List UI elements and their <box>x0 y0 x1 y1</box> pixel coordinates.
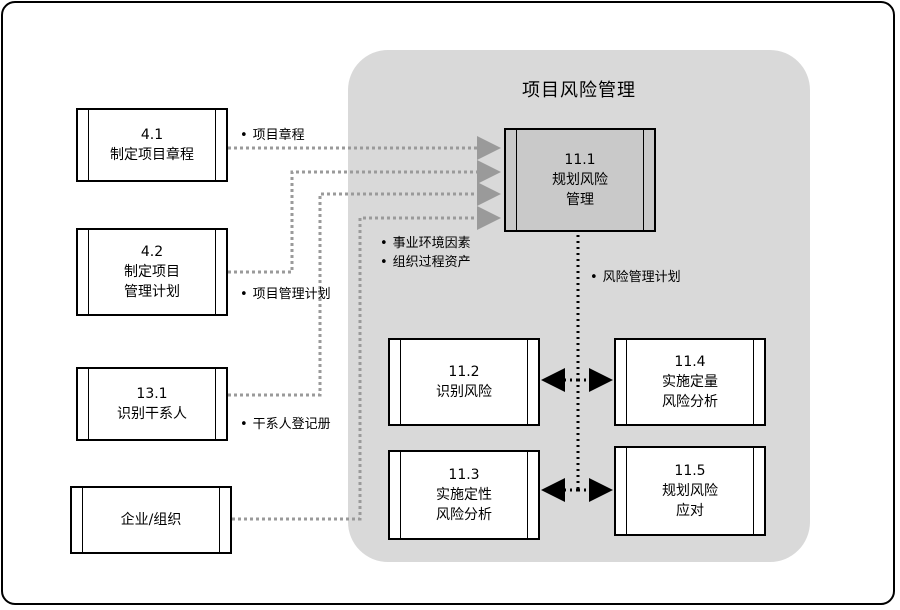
box-number: 11.4 <box>674 354 706 370</box>
arrow-enterprise <box>232 206 501 521</box>
box-title: 识别风险 <box>436 384 492 400</box>
box-11-4: 11.4 实施定量 风险分析 <box>614 338 766 426</box>
panel-title: 项目风险管理 <box>522 80 636 101</box>
box-11-2: 11.2 识别风险 <box>388 338 540 426</box>
box-number: 11.3 <box>448 467 480 483</box>
box-enterprise: 企业/组织 <box>70 486 232 554</box>
box-title: 实施定量 <box>662 374 718 390</box>
label-plan: 项目管理计划 <box>240 283 331 302</box>
box-number: 4.2 <box>140 244 164 260</box>
box-number: 4.1 <box>140 127 164 143</box>
box-number: 11.2 <box>448 364 480 380</box>
box-11-5: 11.5 规划风险 应对 <box>614 446 766 536</box>
label-register: 干系人登记册 <box>240 413 331 432</box>
box-title: 规划风险 <box>662 483 718 499</box>
box-4-1: 4.1 制定项目章程 <box>76 108 228 182</box>
box-11-1: 11.1 规划风险 管理 <box>504 128 656 232</box>
box-number: 13.1 <box>136 386 168 402</box>
box-title: 管理 <box>566 192 594 208</box>
box-title: 实施定性 <box>436 487 492 503</box>
box-title: 制定项目 <box>124 264 180 280</box>
label-charter: 项目章程 <box>240 124 305 143</box>
arrow-plan <box>228 160 501 274</box>
box-title: 管理计划 <box>124 284 180 300</box>
box-title: 制定项目章程 <box>110 147 194 163</box>
label-opa: 组织过程资产 <box>380 251 471 270</box>
label-risk-plan: 风险管理计划 <box>590 266 681 285</box>
box-number: 11.5 <box>674 463 706 479</box>
box-title: 应对 <box>676 503 704 519</box>
box-title: 识别干系人 <box>117 406 187 422</box>
box-number: 11.1 <box>564 152 596 168</box>
box-title: 风险分析 <box>662 394 718 410</box>
label-eef: 事业环境因素 <box>380 232 471 251</box>
box-4-2: 4.2 制定项目 管理计划 <box>76 228 228 316</box>
box-11-3: 11.3 实施定性 风险分析 <box>388 450 540 540</box>
box-13-1: 13.1 识别干系人 <box>76 367 228 441</box>
box-title: 风险分析 <box>436 507 492 523</box>
box-title: 规划风险 <box>552 172 608 188</box>
box-title: 企业/组织 <box>120 512 182 528</box>
